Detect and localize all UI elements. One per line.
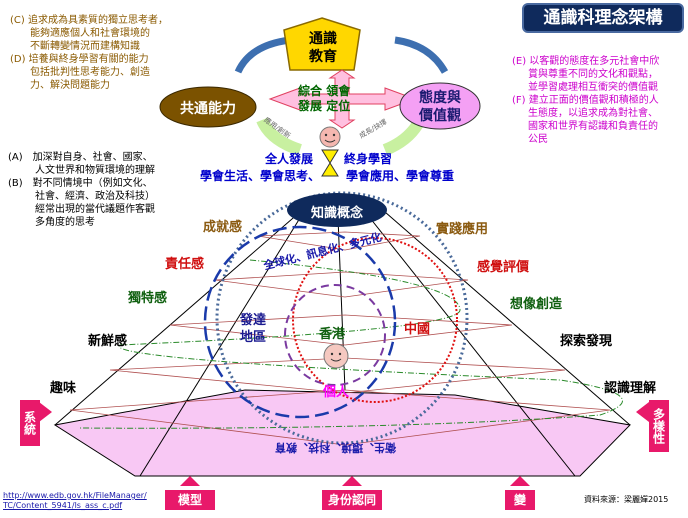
text-line: 多角度的思考 [35,217,95,228]
left-label-uniqueness: 獨特感 [128,291,168,306]
cross-labels: 綜合 領會 發展 定位 [298,84,388,114]
text-line: 通識 [309,31,337,47]
developed-label: 發達 地區 [240,312,266,346]
right-label-practice: 實踐應用 [436,222,489,237]
left-label-freshness: 新鮮感 [88,334,128,349]
text-line: (B) 對不同情境中（例如文化、 [8,178,153,189]
knowledge-label: 知識概念 [310,206,363,221]
text-line: 人文世界和物質環境的理解 [35,165,155,176]
text: 綜合 [298,84,323,98]
text: 領會 [326,84,351,98]
hourglass-icon [321,149,339,177]
text-line: 發達 [240,313,267,328]
education-label: 通識 教育 [292,30,354,66]
text-line: 並學習處理相互衝突的價值觀 [528,82,658,93]
right-label-creativity: 想像創造 [510,297,563,312]
hk-circle [284,284,386,386]
common-skills-label: 共通能力 [180,101,236,117]
text-line: (F) 建立正面的價值觀和積極的人 [512,95,659,106]
global-circle [215,191,469,445]
text-line: 地區 [240,330,267,345]
text-line: (A) 加深對自身、社會、國家、 [8,152,153,163]
bottom-label-identity: 身份認同 [322,490,382,510]
text-line: 賞與尊重不同的文化和觀點， [528,69,658,80]
bottom-label-change: 變 [505,490,535,510]
objectives-cd: (C) 追求成為具素質的獨立思考者， 能夠適應個人和社會環境的 不斷轉變情況而建… [10,14,168,92]
bottom-label-model: 模型 [165,490,215,510]
right-label-understanding: 認識理解 [604,381,657,396]
text-line: 態度與 [419,90,461,106]
china-label: 中國 [404,322,431,337]
link-line[interactable]: TC/Content_5941/ls_ass_c.pdf [3,501,123,510]
left-label-interest: 趣味 [50,381,77,396]
knowledge-ellipse [287,193,387,227]
text-line: (C) 追求成為具素質的獨立思考者， [10,15,168,26]
left-label-responsibility: 責任感 [165,257,205,272]
developed-circle [203,225,397,419]
left-label-achievement: 成就感 [203,220,243,235]
pyramid-base [53,389,632,477]
link-line[interactable]: http://www.edb.gov.hk/FileManager/ [3,491,147,500]
objectives-ef: (E) 以客觀的態度在多元社會中欣 賞與尊重不同的文化和觀點， 並學習處理相互衝… [512,55,659,146]
learn-right-label: 學會應用、學會尊重 [346,169,455,183]
text-line: 生態度，以追求成為對社會、 [528,108,658,119]
text-line: 社會、經濟、政治及科技） [35,191,155,202]
text: 定位 [326,99,351,113]
attitude-label: 態度與 價值觀 [402,89,478,125]
china-circle [292,237,458,403]
learn-left-label: 學會生活、學會思考、 [200,169,321,183]
right-label-evaluation: 感覺評價 [477,260,530,275]
page-title: 通識科理念架構 [522,3,684,33]
whole-person-label: 全人發展 [265,152,314,166]
green-arc-left-icon [256,117,303,156]
text-line: 力、解決問題能力 [30,80,110,91]
text-line: 價值觀 [419,108,461,124]
text-line: 能夠適應個人和社會環境的 [30,28,150,39]
text-line: (E) 以客觀的態度在多元社會中欣 [512,56,660,67]
text-line: 教育 [309,49,337,65]
text-line: 國家和世界有認識和負責任的 [528,121,658,132]
smiley-face-icon [319,126,341,148]
source-link[interactable]: http://www.edb.gov.hk/FileManager/ TC/Co… [3,491,147,511]
text-line: 經常出現的當代議題作客觀 [35,204,155,215]
text-line: 公民 [528,134,548,145]
text: 發展 [298,99,323,113]
side-label-system: 系統 [20,400,40,446]
individual-label: 個人 [323,385,350,400]
side-label-diversity: 多樣性 [649,400,669,452]
curved-arrow-right-icon [394,36,449,74]
right-label-exploration: 探索發現 [560,334,613,349]
attitude-ellipse [399,82,481,130]
objectives-ab: (A) 加深對自身、社會、國家、 人文世界和物質環境的理解 (B) 對不同情境中… [8,151,155,229]
lifelong-label: 終身學習 [344,152,393,166]
curved-arrow-left-icon [234,36,291,74]
bottom-arc-label: 衛生、環境、科技、教育 [275,441,396,454]
education-pentagon [283,17,361,71]
text-line: 包括批判性思考能力、創造 [30,67,150,78]
common-skills-ellipse [159,86,257,128]
text-line: (D) 培養與終身學習有關的能力 [10,54,149,65]
text-line: 不斷轉變情況而建構知識 [30,41,140,52]
individual-smiley-icon [323,343,349,369]
source-credit: 資料來源：梁麗嬋2015 [584,495,669,504]
hk-label: 香港 [319,327,346,342]
